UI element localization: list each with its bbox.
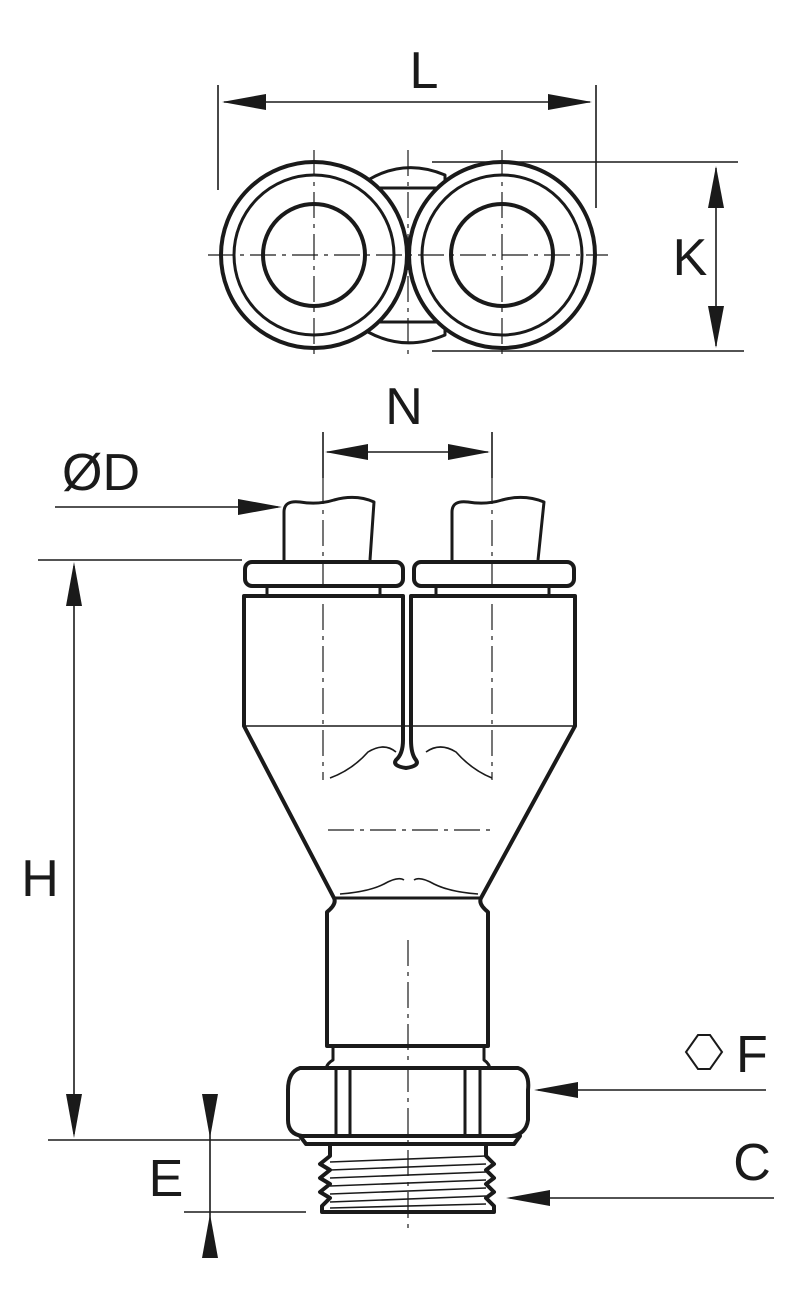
hexagon-icon [684, 1034, 724, 1070]
dimension-f: F [534, 1026, 768, 1098]
label-k: K [673, 229, 708, 287]
label-n: N [385, 378, 423, 436]
label-l: L [410, 42, 439, 100]
label-e: E [149, 1150, 184, 1208]
right-tube [450, 495, 546, 561]
front-view: N ØD H F C [21, 378, 774, 1258]
top-view-center-body [366, 166, 447, 345]
y-body [242, 594, 577, 1048]
left-tube [282, 495, 376, 561]
dimension-od: ØD [55, 444, 282, 515]
label-od: ØD [62, 444, 140, 502]
dimension-l: L [217, 42, 597, 208]
dimension-k: K [432, 161, 744, 352]
dimension-h: H [21, 559, 300, 1141]
right-collet [412, 560, 576, 588]
label-f: F [736, 1026, 768, 1084]
dimension-e: E [149, 1094, 306, 1258]
thread [318, 1142, 496, 1214]
left-collet [243, 560, 405, 588]
dimension-n: N [322, 378, 493, 478]
top-view: L K [208, 42, 744, 358]
dimension-c: C [506, 1134, 774, 1206]
label-c: C [733, 1134, 771, 1192]
label-h: H [21, 850, 59, 908]
